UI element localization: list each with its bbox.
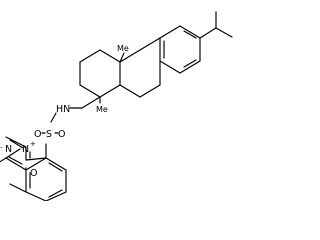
middle-ring-bonds: [119, 37, 161, 98]
naphthalene-bonds: [0, 148, 67, 201]
diazo-terminal-n-label: N: [5, 144, 12, 155]
diazo-ring-bonds: [5, 136, 47, 161]
sulfonyl-oxygen-right-label: O: [58, 129, 65, 140]
sulfonyl-oxygen-left-label: O: [34, 129, 41, 140]
diazo-plus-charge: +: [30, 140, 36, 148]
molecular-structure-diagram: Me Me HN S O O - N N + O: [0, 11, 233, 201]
nitrogen-h-label: HN: [56, 104, 70, 115]
sulfur-label: S: [46, 129, 52, 140]
diazo-minus-charge: -: [0, 144, 3, 152]
aromatic-ring-bonds: [159, 25, 201, 74]
isopropyl-bonds: [199, 11, 233, 39]
ketone-oxygen-label: O: [30, 168, 37, 179]
sulfonamide-bonds: [41, 112, 59, 159]
left-ring-bonds: [69, 49, 125, 109]
methyl-label-mid: Me: [96, 105, 108, 114]
diazo-inner-n-label: N: [22, 144, 29, 155]
methyl-label-top: Me: [117, 44, 129, 53]
